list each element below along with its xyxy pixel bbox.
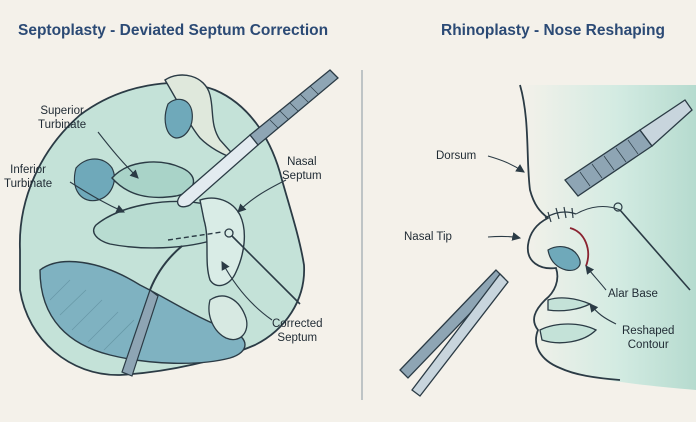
label-reshaped-contour: Reshaped Contour	[622, 324, 674, 352]
label-superior-turbinate: Superior Turbinate	[38, 104, 86, 132]
label-dorsum: Dorsum	[436, 149, 476, 163]
label-alar-base: Alar Base	[608, 287, 658, 301]
label-nasal-septum: Nasal Septum	[282, 155, 322, 183]
label-corrected-septum: Corrected Septum	[272, 317, 323, 345]
label-inferior-turbinate: Inferior Turbinate	[4, 163, 52, 191]
septoplasty-title: Septoplasty - Deviated Septum Correction	[18, 22, 328, 40]
sinus-cavity-left	[74, 159, 114, 201]
rhinoplasty-title: Rhinoplasty - Nose Reshaping	[441, 22, 665, 40]
label-nasal-tip: Nasal Tip	[404, 230, 452, 244]
forceps-icon	[400, 270, 508, 396]
